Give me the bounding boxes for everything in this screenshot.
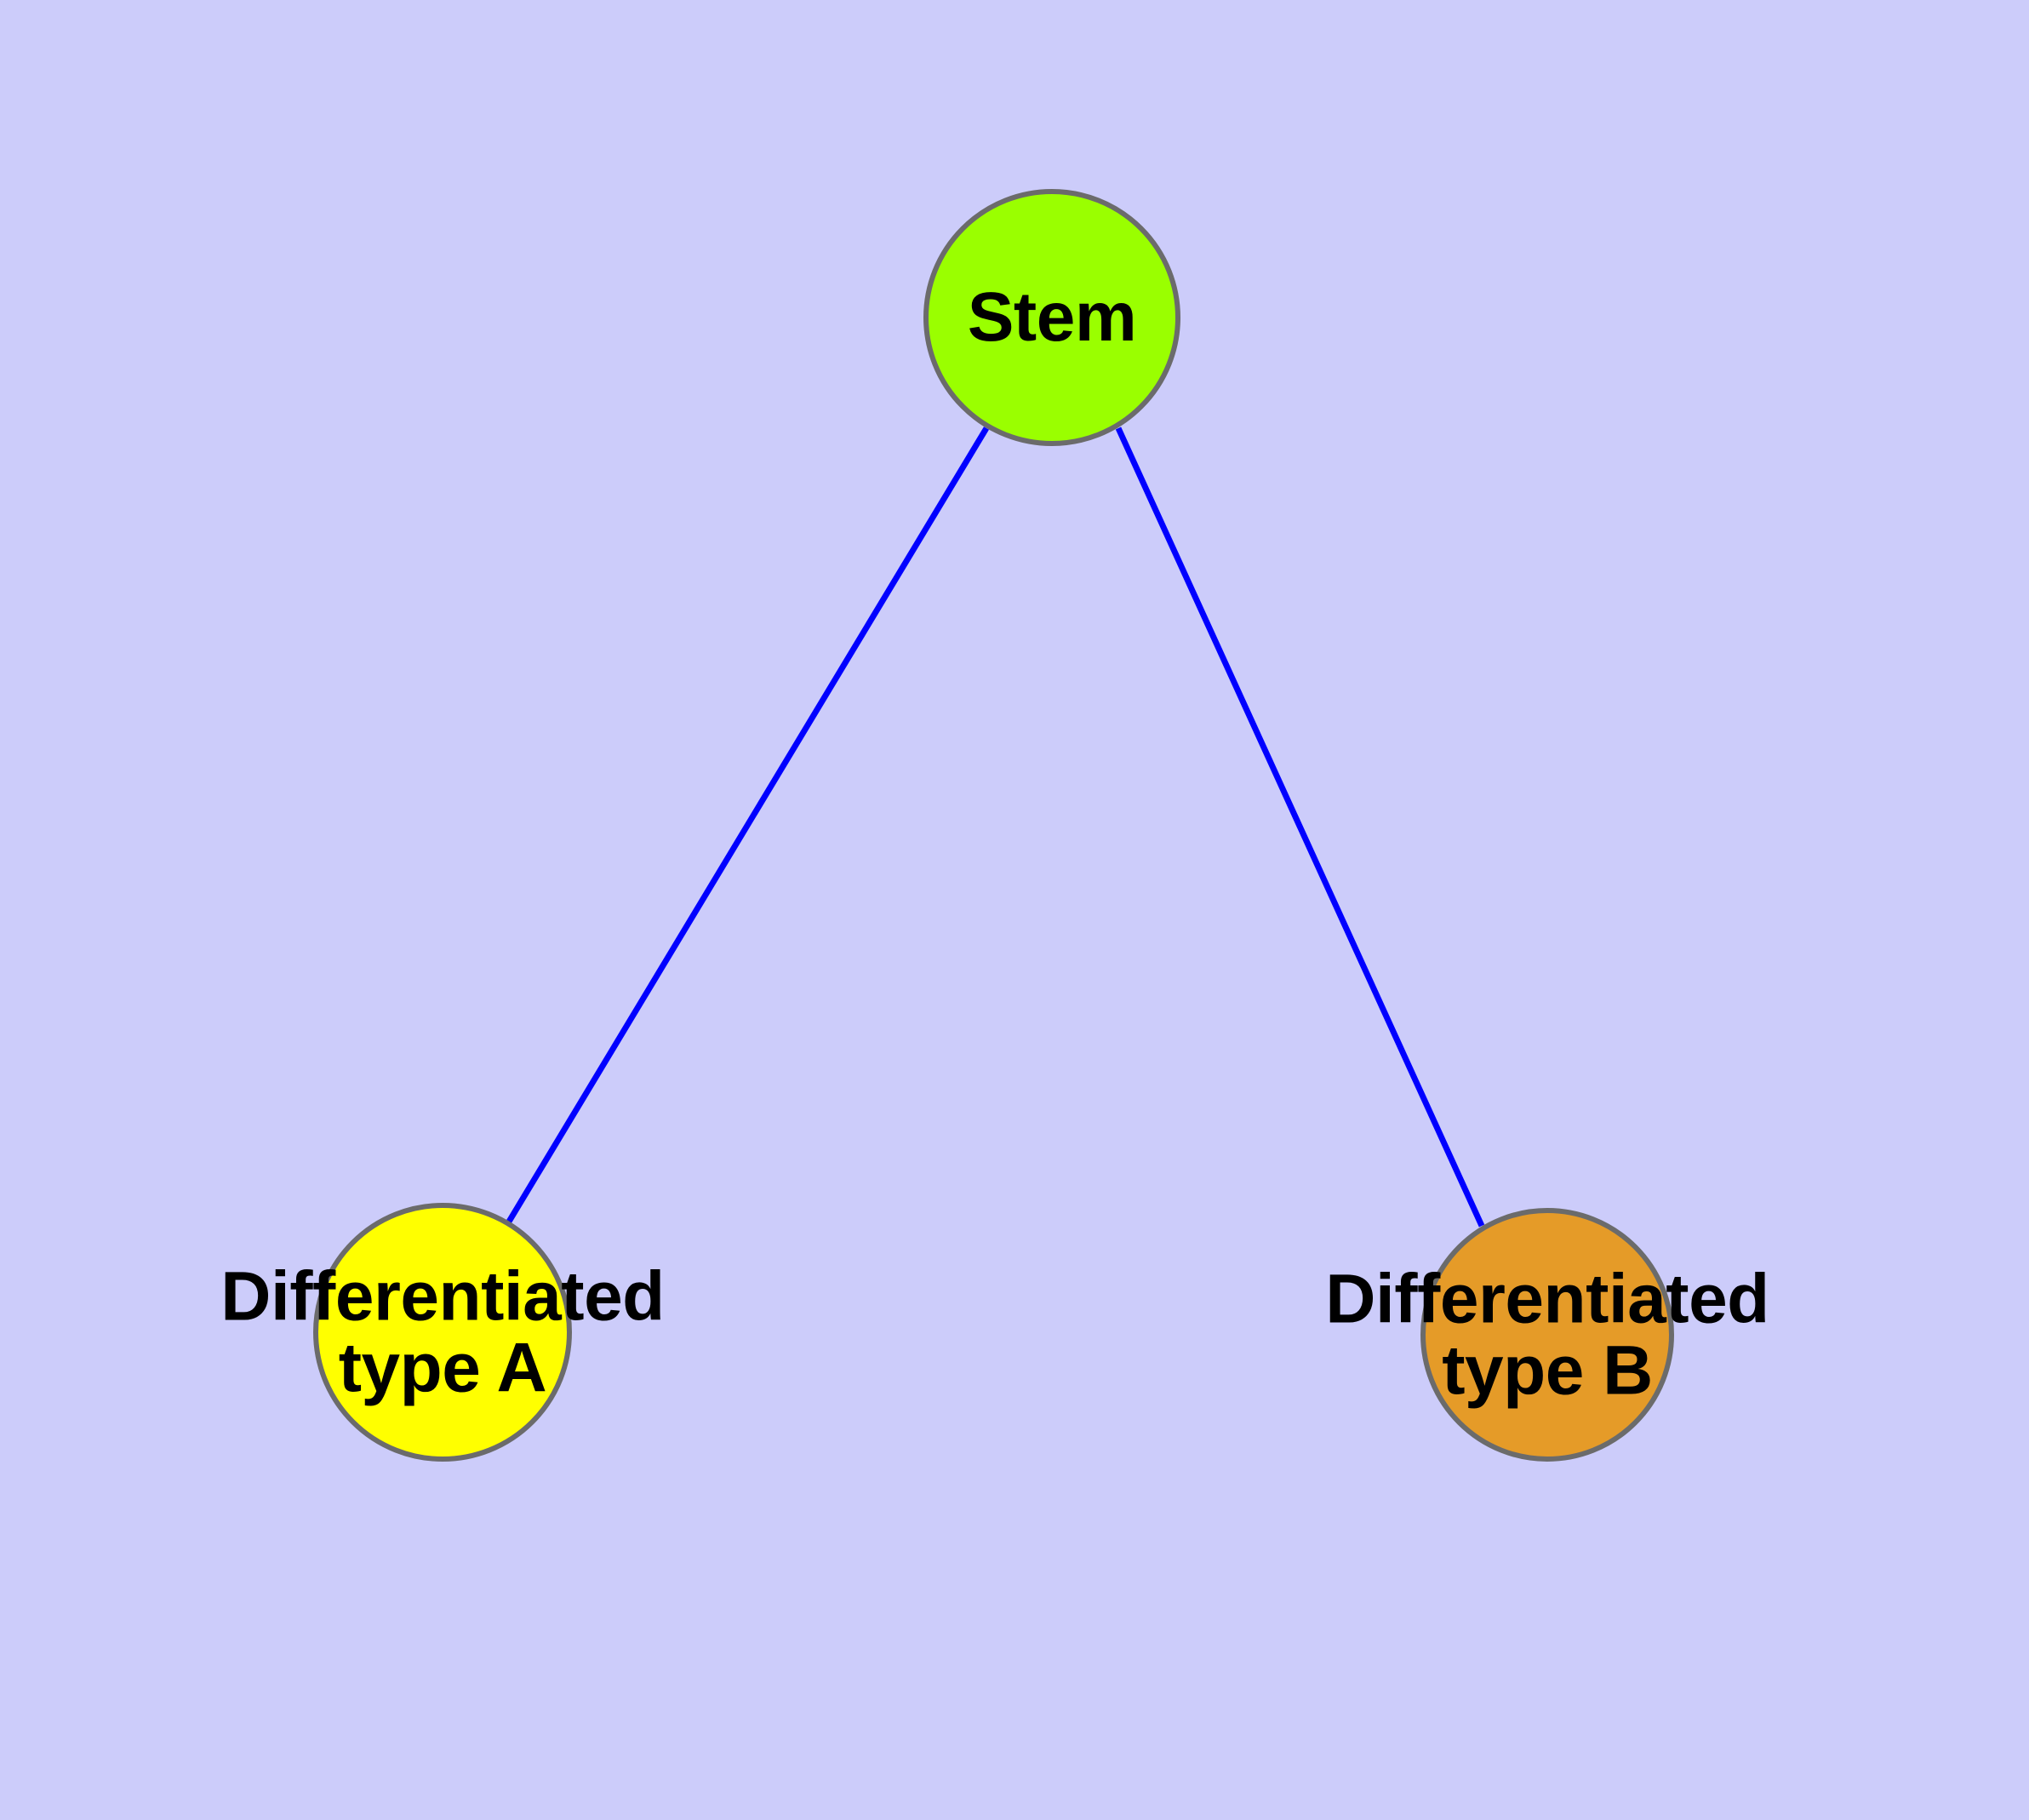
node-differentiated-type-b-circle[interactable]: [1420, 1208, 1674, 1462]
node-differentiated-type-a-circle[interactable]: [313, 1203, 572, 1462]
node-stem-circle[interactable]: [923, 189, 1180, 446]
node-layer: [313, 189, 1674, 1462]
edge-stem-to-type-b[interactable]: [1115, 426, 1485, 1228]
edge-layer: [506, 426, 1485, 1228]
edge-stem-to-type-a[interactable]: [506, 426, 989, 1223]
